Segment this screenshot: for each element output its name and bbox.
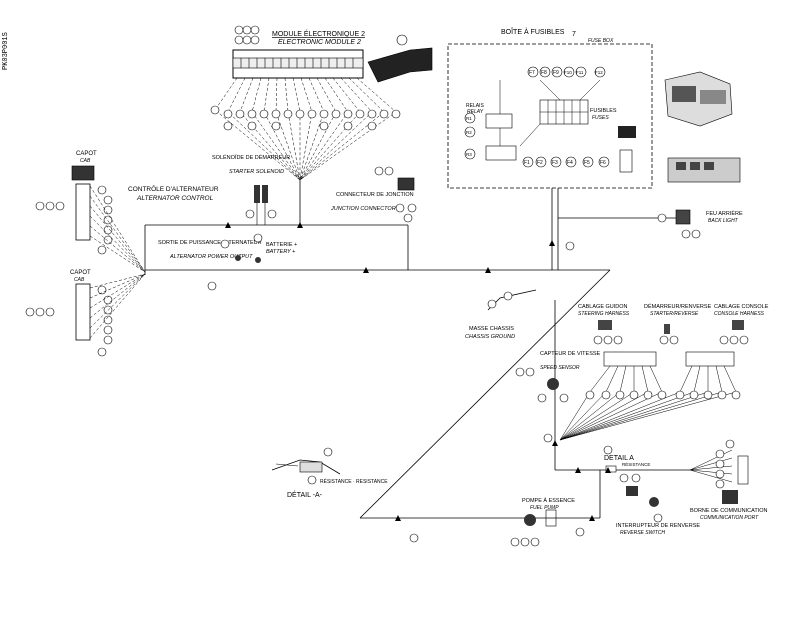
- fuses-label-en: FUSES: [592, 115, 609, 121]
- fuse-box-callout: 7: [572, 31, 576, 38]
- detail-a-right: DETAIL A RÉSISTANCE: [603, 445, 650, 473]
- chassis-ground: MASSE CHASSIS CHASSIS GROUND: [465, 289, 537, 340]
- fuse-F10: F10: [564, 70, 572, 75]
- side-code: PK03P001S: [2, 32, 10, 70]
- fuses-label-fr: FUSIBLES: [590, 108, 617, 114]
- fuse-F2: F2: [537, 160, 543, 166]
- junction-label-fr: CONNECTEUR DE JONCTION: [336, 192, 414, 198]
- battery-label-fr: BATTERIE +: [266, 242, 297, 248]
- speed-sensor-label-en: SPEED SENSOR: [540, 365, 580, 371]
- fuse-F11: F11: [576, 70, 584, 75]
- relays-label-en: RELAY: [467, 109, 484, 115]
- fuse-F5: F5: [584, 160, 590, 166]
- relay-R1: R1: [466, 116, 472, 121]
- fuel-pump-label-fr: POMPE À ESSENCE: [522, 497, 575, 504]
- hood-upper: CAPOT CAB: [35, 151, 113, 255]
- back-light-label-fr: FEU ARRIÈRE: [706, 210, 743, 217]
- comm-port-label-en: COMMUNICATION PORT: [700, 515, 759, 521]
- alt-output-label-fr: SORTIE DE PUISSANCE ALTERNATEUR: [158, 240, 262, 246]
- module-wire-callouts: [210, 105, 401, 131]
- reverse-switch: INTERRUPTEUR DE RENVERSE REVERSE SWITCH: [616, 473, 700, 536]
- fuse-F8: F8: [541, 70, 547, 76]
- module-harness-fan: [214, 77, 397, 181]
- starter-reverse-label-fr: DÉMARREUR/RENVERSE: [644, 303, 712, 310]
- detail-a-left-resistance: RÉSISTANCE · RESISTANCE: [320, 478, 388, 485]
- battery-label-en: BATTERY +: [266, 249, 296, 255]
- reverse-switch-label-fr: INTERRUPTEUR DE RENVERSE: [616, 523, 700, 529]
- fuel-pump-label-en: FUEL PUMP: [530, 505, 559, 511]
- communication-port: BORNE DE COMMUNICATION COMMUNICATION POR…: [689, 439, 768, 521]
- alt-control-label-fr: CONTRÔLE D'ALTERNATEUR: [128, 184, 219, 193]
- relay-R2: R2: [466, 130, 472, 135]
- battery-positive: BATTERIE + BATTERY +: [253, 233, 297, 263]
- alt-control-label-en: ALTERNATOR CONTROL: [136, 195, 214, 202]
- comm-port-label-fr: BORNE DE COMMUNICATION: [690, 508, 768, 514]
- module-callouts: [234, 25, 260, 45]
- starter-reverse-label-en: STARTER/REVERSE: [650, 311, 699, 317]
- hood-fan: [89, 185, 146, 339]
- junction-connector: CONNECTEUR DE JONCTION JUNCTION CONNECTO…: [330, 166, 417, 223]
- fuse-F12: F12: [595, 70, 603, 75]
- fuse-box-label-fr: BOÎTE À FUSIBLES: [501, 27, 565, 36]
- fuses-bottom: [522, 156, 610, 168]
- relay-R3: R3: [466, 152, 472, 157]
- speed-sensor: CAPTEUR DE VITESSE SPEED SENSOR: [515, 351, 601, 403]
- fuse-box-photo: [664, 71, 741, 183]
- back-light-label-en: BACK LIGHT: [708, 218, 739, 224]
- electronic-module-2: MODULE ÉLECTRONIQUE 2 ELECTRONIC MODULE …: [232, 25, 433, 83]
- fuse-box-label-en: FUSE BOX: [588, 38, 614, 44]
- speed-sensor-label-fr: CAPTEUR DE VITESSE: [540, 351, 601, 357]
- fuse-F3: F3: [552, 160, 558, 166]
- junction-label-en: JUNCTION CONNECTOR: [330, 206, 396, 212]
- fuse-F7: F7: [529, 70, 535, 76]
- detail-a-left-label: DÉTAIL -A-: [287, 490, 323, 499]
- fuse-box: BOÎTE À FUSIBLES FUSE BOX 7 F7 F8 F9 F10…: [447, 27, 653, 189]
- alternator-output: SORTIE DE PUISSANCE ALTERNATEUR ALTERNAT…: [158, 239, 262, 261]
- hood-lower-label-en: CAB: [74, 277, 85, 283]
- relays-label-fr: RELAIS: [466, 103, 484, 109]
- steering-label-en: STEERING HARNESS: [578, 311, 630, 317]
- hood-lower-label-fr: CAPOT: [70, 270, 91, 276]
- hood-upper-label-fr: CAPOT: [76, 151, 97, 157]
- fuse-F9: F9: [553, 70, 559, 76]
- fuel-pump: POMPE À ESSENCE FUEL PUMP: [510, 497, 575, 547]
- main-harness: [144, 180, 610, 275]
- starter-solenoid: SOLÉNOÏDE DE DÉMARREUR STARTER SOLENOID: [212, 154, 290, 225]
- module-label-en: ELECTRONIC MODULE 2: [278, 39, 361, 46]
- alt-output-label-en: ALTERNATOR POWER OUTPUT: [169, 254, 253, 260]
- detail-a-right-label: DETAIL A: [604, 455, 634, 462]
- fuse-box-leads: [551, 188, 680, 270]
- diagonal-harness: [359, 269, 690, 519]
- detail-a-right-resistance: RÉSISTANCE: [622, 461, 650, 467]
- harness-callouts: [207, 241, 585, 543]
- chassis-ground-label-fr: MASSE CHASSIS: [469, 326, 514, 332]
- fuse-F1: F1: [524, 160, 530, 166]
- fuse-F4: F4: [567, 160, 573, 166]
- fuses-top: [527, 66, 606, 78]
- fuse-F6: F6: [600, 160, 606, 166]
- hood-upper-label-en: CAB: [80, 158, 91, 164]
- starter-solenoid-label-fr: SOLÉNOÏDE DE DÉMARREUR: [212, 154, 290, 161]
- detail-a-left: RÉSISTANCE · RESISTANCE DÉTAIL -A-: [271, 447, 388, 499]
- harness-markers: [225, 222, 611, 521]
- reverse-switch-label-en: REVERSE SWITCH: [620, 530, 665, 536]
- hood-lower: CAPOT CAB: [25, 270, 113, 357]
- back-light: FEU ARRIÈRE BACK LIGHT: [657, 209, 743, 239]
- starter-solenoid-label-en: STARTER SOLENOID: [229, 169, 284, 175]
- steering-label-fr: CABLAGE GUIDON: [578, 304, 628, 310]
- console-label-en: CONSOLE HARNESS: [714, 311, 765, 317]
- console-label-fr: CABLAGE CONSOLE: [714, 304, 769, 310]
- module-label-fr: MODULE ÉLECTRONIQUE 2: [272, 29, 365, 38]
- chassis-ground-label-en: CHASSIS GROUND: [465, 334, 515, 340]
- harness-connectors: [559, 320, 749, 441]
